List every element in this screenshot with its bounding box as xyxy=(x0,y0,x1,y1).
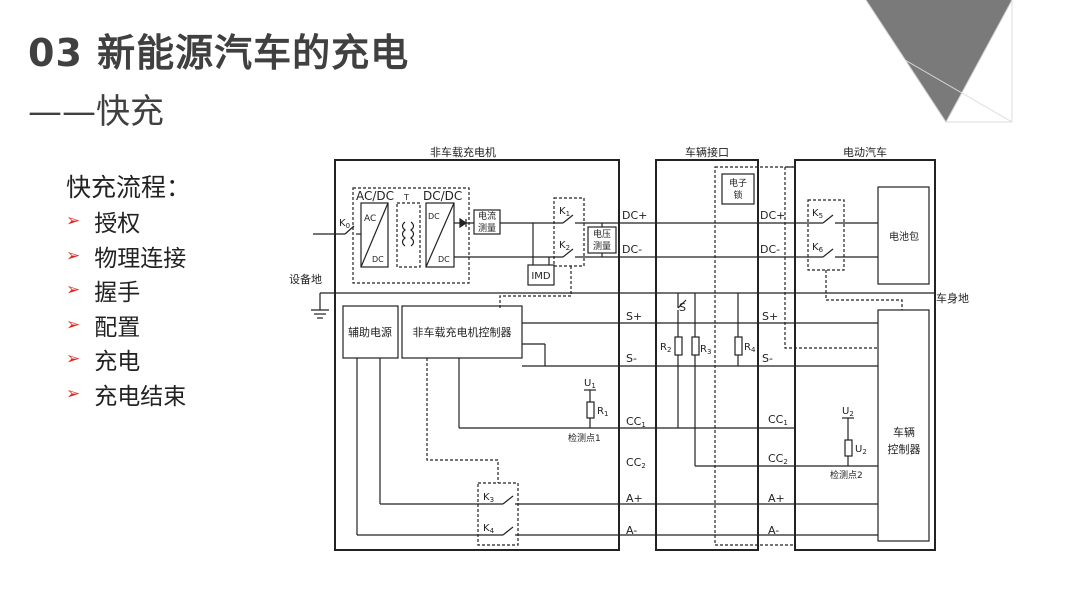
interface-section-label: 车辆接口 xyxy=(685,145,729,159)
k4-label: K4 xyxy=(483,523,495,535)
interface-frame xyxy=(655,159,759,551)
k6-label: K6 xyxy=(812,242,824,254)
u1-label: U1 xyxy=(584,378,596,390)
flow-heading: 快充流程： xyxy=(66,173,192,202)
s-minus-label: S- xyxy=(626,352,637,365)
a-plus-label: A+ xyxy=(626,492,643,505)
dc-minus-label: DC- xyxy=(760,243,780,256)
dc-plus-label: DC+ xyxy=(622,209,647,222)
charger-section-label: 非车载充电机 xyxy=(430,145,496,159)
r2-label: R2 xyxy=(660,342,671,354)
page-title: 03 新能源汽车的充电 xyxy=(28,31,410,75)
a-plus-label: A+ xyxy=(768,492,785,505)
k2-label: K2 xyxy=(559,240,570,252)
s-switch-label: S xyxy=(679,301,686,314)
cc2-label: CC2 xyxy=(768,452,788,466)
dc-plus-label: DC+ xyxy=(760,209,785,222)
flow-step-label: 物理连接 xyxy=(94,245,187,272)
controller-label: 非车载充电机控制器 xyxy=(413,325,512,339)
page-subtitle: ——快充 xyxy=(28,92,164,132)
s-plus-label: S+ xyxy=(626,310,642,323)
flow-step-label: 充电 xyxy=(94,349,141,376)
a-minus-label: A- xyxy=(768,524,779,537)
transformer-label: T xyxy=(403,193,409,202)
ac-label: AC xyxy=(364,214,376,224)
equipment-ground-label: 设备地 xyxy=(289,272,322,286)
check-point-2-label: 检测点2 xyxy=(830,469,863,481)
s-plus-label: S+ xyxy=(762,310,778,323)
flow-step-label: 配置 xyxy=(94,314,141,341)
a-minus-label: A- xyxy=(626,524,637,537)
current-meas-label: 测量 xyxy=(478,223,496,234)
arrow-bullet-icon: ➢ xyxy=(66,383,81,404)
check-point-1-label: 检测点1 xyxy=(568,432,601,444)
battery-label: 电池包 xyxy=(889,230,919,243)
flow-step: ➢ 配置 xyxy=(66,308,186,343)
decorative-triangle-icon xyxy=(865,0,1013,123)
flow-step: ➢ 授权 xyxy=(66,204,186,239)
s-minus-label: S- xyxy=(762,352,773,365)
arrow-bullet-icon: ➢ xyxy=(66,280,81,301)
arrow-bullet-icon: ➢ xyxy=(66,211,81,232)
k5-label: K5 xyxy=(812,208,823,220)
dc-label: DC xyxy=(428,212,440,221)
flow-step-label: 握手 xyxy=(94,280,141,307)
body-ground-label: 车身地 xyxy=(936,291,969,305)
r3-label: R3 xyxy=(700,344,711,356)
dcdc-label: DC/DC xyxy=(423,189,462,203)
aux-power-label: 辅助电源 xyxy=(348,325,392,339)
flow-step: ➢ 握手 xyxy=(66,273,186,308)
flow-steps-list: ➢ 授权 ➢ 物理连接 ➢ 握手 ➢ 配置 ➢ 充电 ➢ 充电结束 xyxy=(66,204,186,411)
dc-minus-label: DC- xyxy=(622,243,642,256)
acdc-label: AC/DC xyxy=(356,189,394,203)
r1-label: R1 xyxy=(597,406,608,418)
elock-label: 锁 xyxy=(733,189,742,201)
flow-step-label: 授权 xyxy=(94,211,141,238)
charger-frame xyxy=(334,159,620,551)
voltage-meas-label: 测量 xyxy=(593,241,611,252)
voltage-meas-label: 电压 xyxy=(593,228,611,240)
cc1-label: CC1 xyxy=(626,415,646,429)
cc2-label: CC2 xyxy=(626,456,646,470)
flow-step: ➢ 充电结束 xyxy=(66,377,186,412)
vehicle-section-label: 电动汽车 xyxy=(843,145,887,159)
imd-label: IMD xyxy=(531,271,551,282)
arrow-bullet-icon: ➢ xyxy=(66,349,81,370)
cc1-label: CC1 xyxy=(768,413,788,427)
current-meas-label: 电流 xyxy=(478,210,496,222)
r4-label: R4 xyxy=(744,342,756,354)
dc-label: DC xyxy=(372,255,384,264)
dc-label: DC xyxy=(438,255,450,264)
flow-step-label: 充电结束 xyxy=(94,383,187,410)
arrow-bullet-icon: ➢ xyxy=(66,245,81,266)
k1-label: K1 xyxy=(559,206,570,218)
flow-step: ➢ 充电 xyxy=(66,342,186,377)
k0-label: K0 xyxy=(339,218,350,230)
arrow-bullet-icon: ➢ xyxy=(66,314,81,335)
elock-label: 电子 xyxy=(729,177,747,189)
vehicle-controller-label: 车辆 xyxy=(893,425,915,439)
k3-label: K3 xyxy=(483,492,494,504)
vehicle-controller-label: 控制器 xyxy=(888,442,921,456)
flow-step: ➢ 物理连接 xyxy=(66,239,186,274)
u2-label: U2 xyxy=(842,406,854,418)
u2-label: U2 xyxy=(855,444,867,456)
